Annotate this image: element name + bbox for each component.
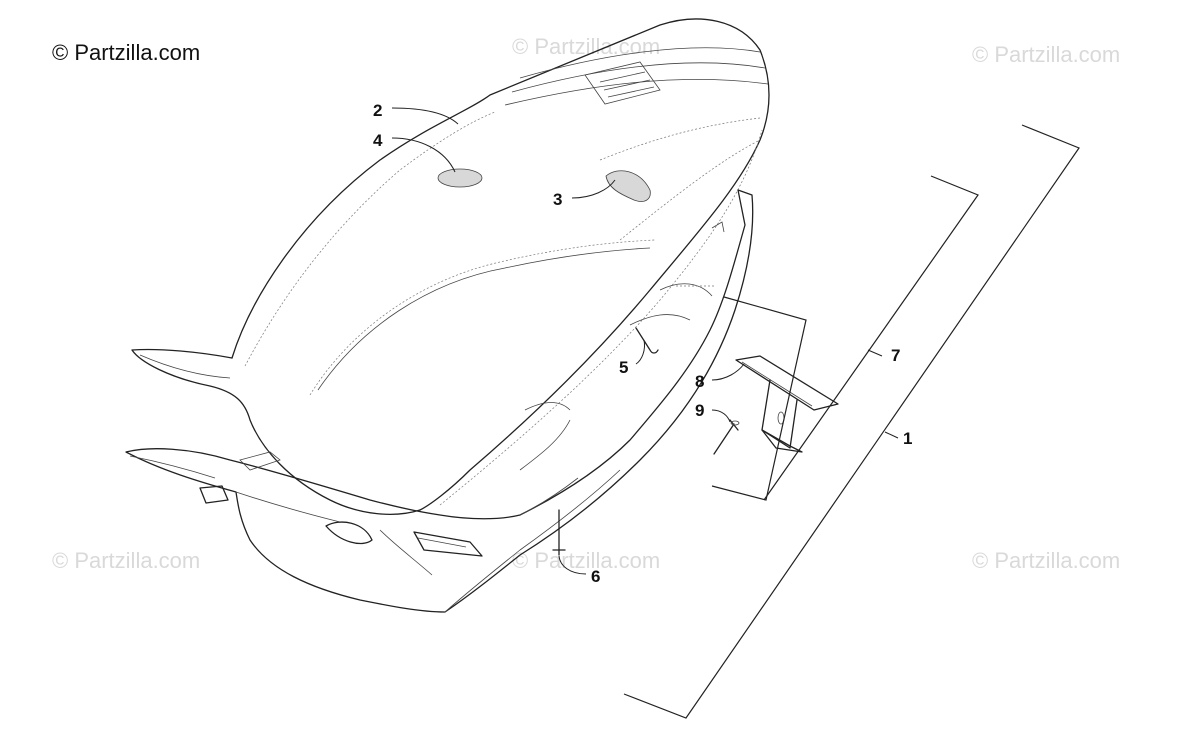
faded-watermark-bottom-right: © Partzilla.com	[972, 548, 1121, 573]
leader-7	[867, 349, 883, 357]
leader-9	[711, 409, 731, 423]
callout-4: 4	[373, 131, 383, 150]
seat-base	[125, 189, 754, 613]
leader-3	[571, 179, 616, 199]
callout-7: 7	[891, 346, 900, 365]
group-bracket-inner	[711, 296, 807, 501]
callout-9: 9	[695, 401, 704, 420]
leader-1	[884, 431, 899, 439]
callout-1: 1	[903, 429, 912, 448]
group-bracket-7	[763, 175, 979, 501]
group-bracket-1	[623, 124, 1080, 719]
callout-3: 3	[553, 190, 562, 209]
clip-5	[635, 327, 659, 354]
seat-pad-3	[605, 170, 651, 202]
leader-5	[635, 339, 645, 365]
leader-4	[391, 137, 456, 173]
rivet-9	[713, 419, 740, 455]
seat-pad-4	[437, 168, 483, 188]
faded-watermark-bottom-left: © Partzilla.com	[52, 548, 201, 573]
copyright-watermark: © Partzilla.com	[52, 40, 201, 65]
leader-6	[558, 555, 587, 575]
callout-8: 8	[695, 372, 704, 391]
callout-2: 2	[373, 101, 382, 120]
faded-watermark-top-right: © Partzilla.com	[972, 42, 1121, 67]
leader-8	[711, 363, 745, 381]
faded-watermark-bottom-center: © Partzilla.com	[512, 548, 661, 573]
callout-6: 6	[591, 567, 600, 586]
callout-5: 5	[619, 358, 628, 377]
leader-2	[391, 107, 459, 125]
seat-cushion	[131, 18, 770, 515]
bracket-8	[735, 355, 839, 453]
